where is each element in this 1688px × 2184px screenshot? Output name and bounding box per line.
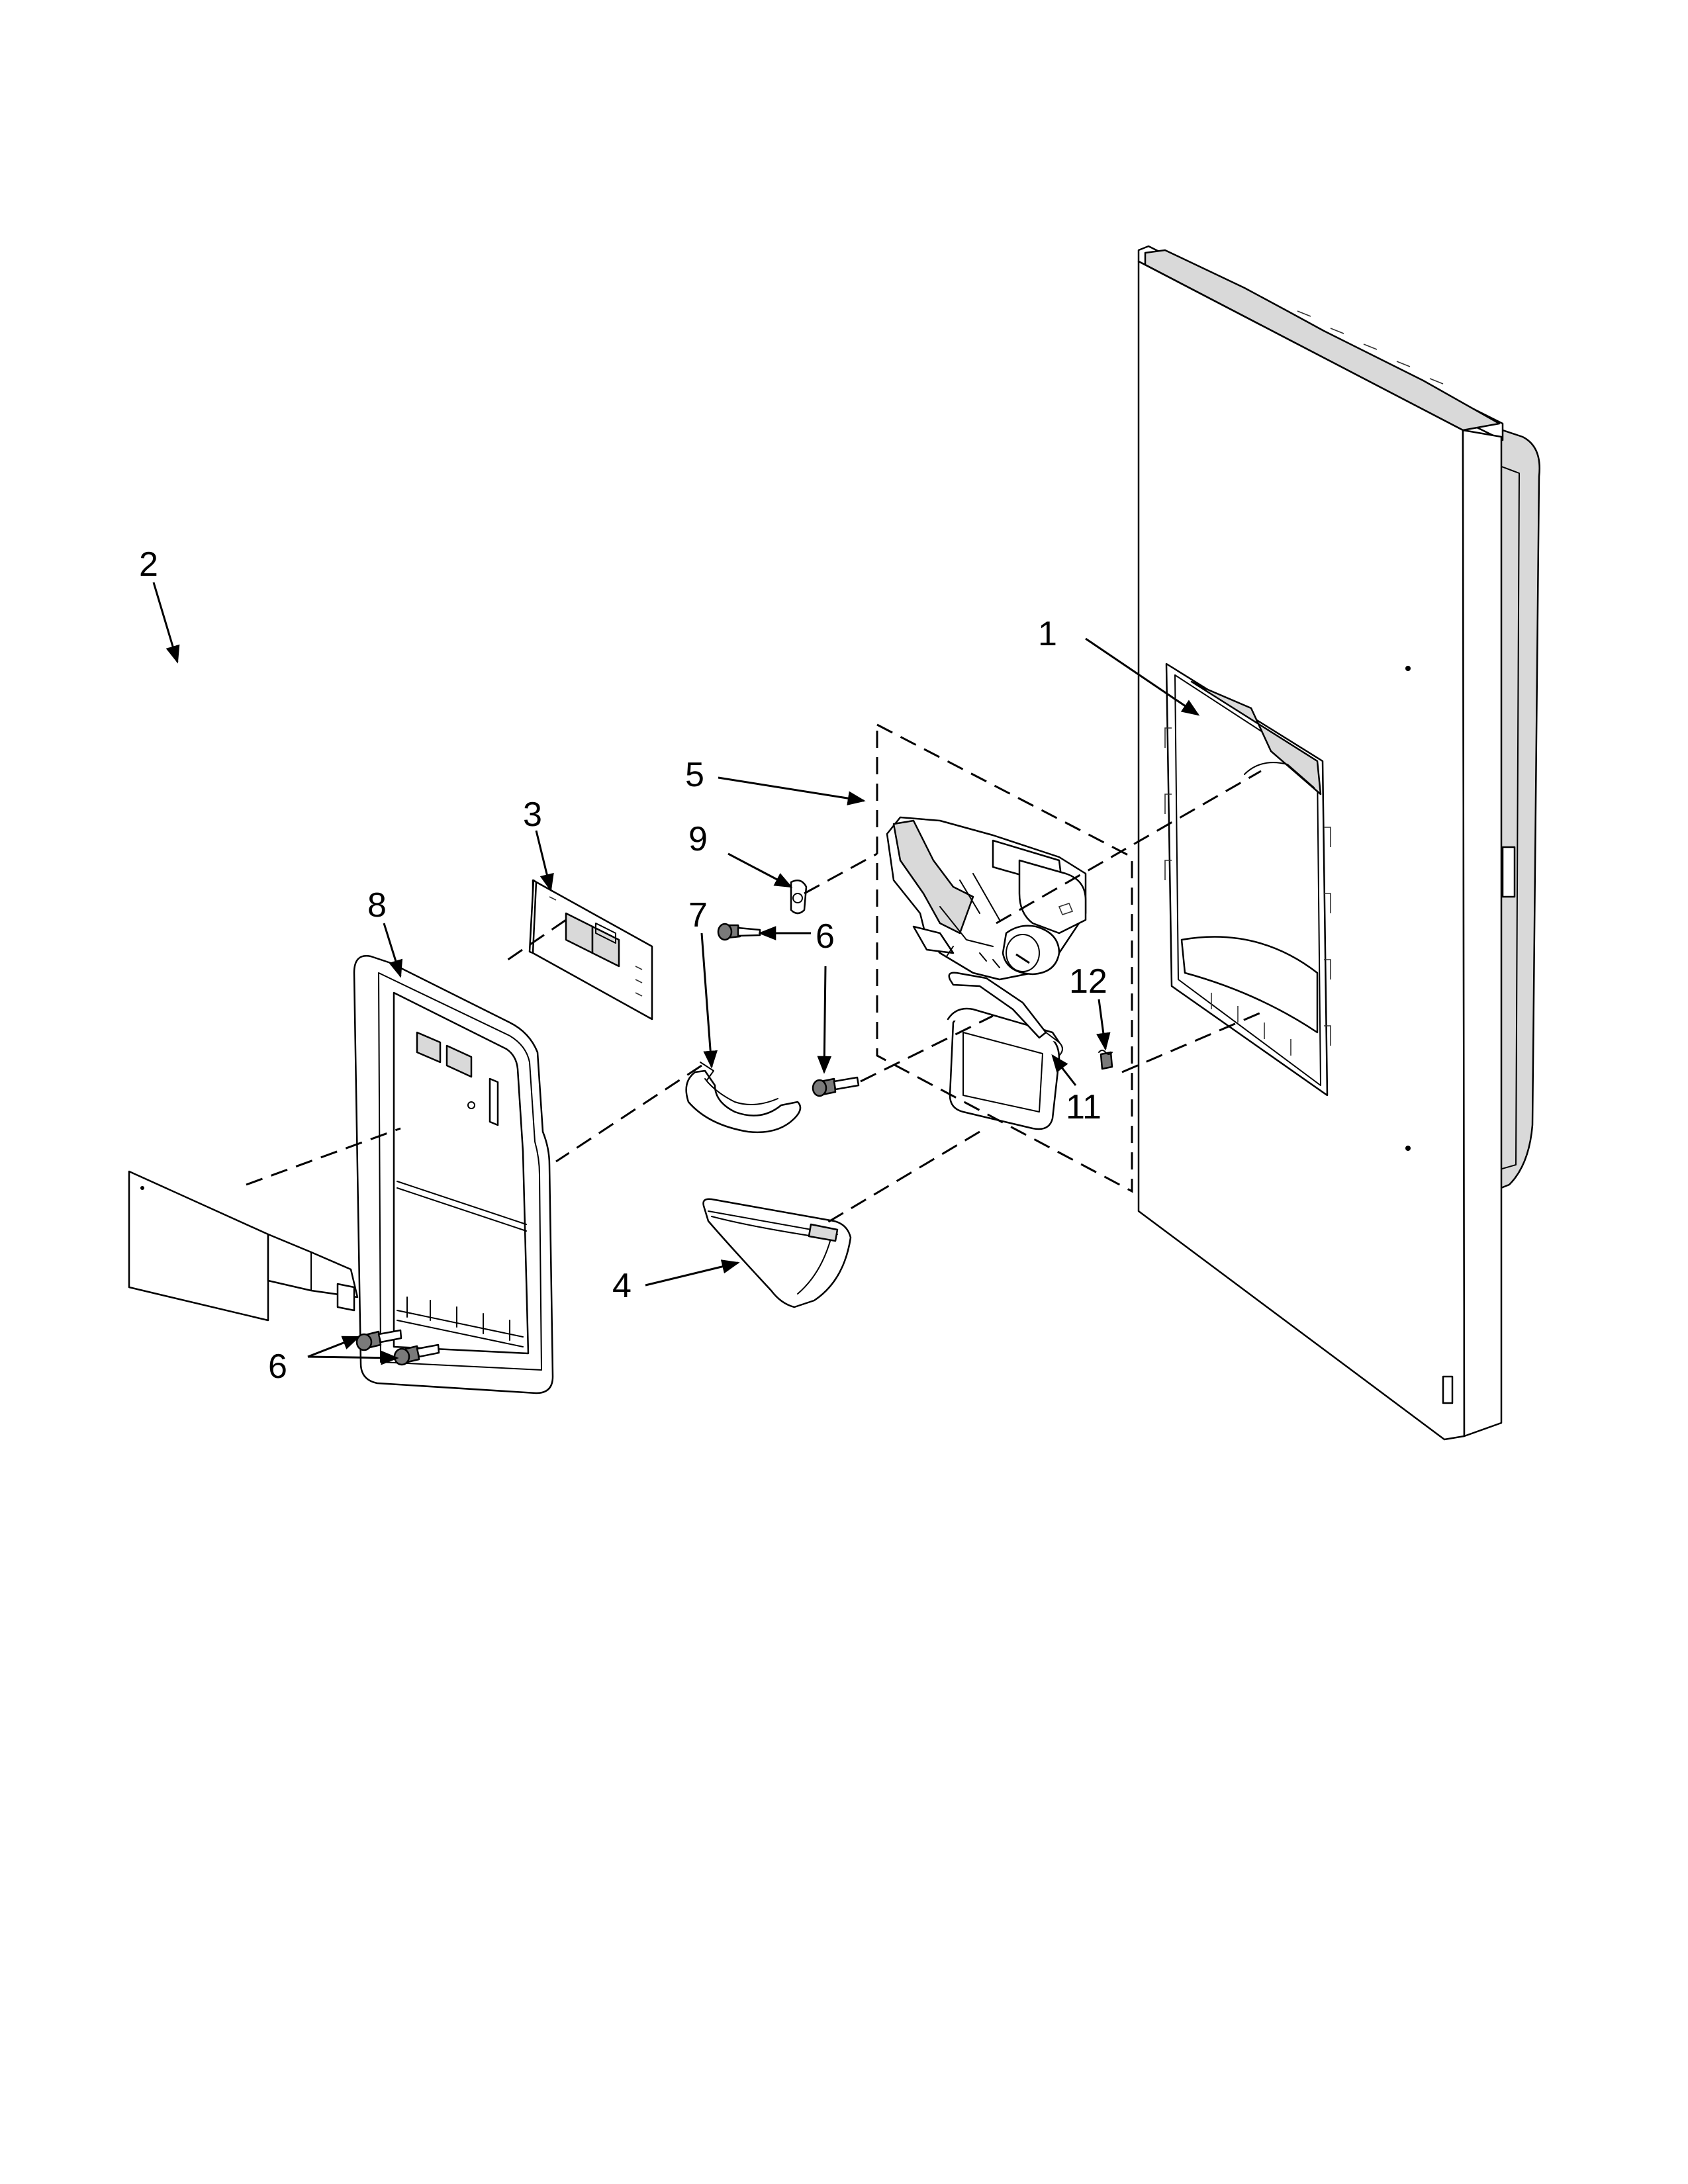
callout-1: 1 xyxy=(1038,615,1057,653)
callout-2: 2 xyxy=(139,545,158,584)
callout-8: 8 xyxy=(367,886,387,925)
callout-labels: 1 2 3 4 5 6 6 6 7 8 9 11 12 xyxy=(139,545,1107,1386)
door-panel xyxy=(1137,245,1540,1441)
callout-6-upper: 6 xyxy=(816,917,835,956)
callout-4: 4 xyxy=(612,1267,632,1305)
callout-9: 9 xyxy=(688,820,708,858)
callout-3: 3 xyxy=(523,796,542,834)
drip-tray xyxy=(702,1198,852,1308)
callout-7: 7 xyxy=(688,896,708,934)
assembly-guides xyxy=(246,723,1262,1226)
cover-plate xyxy=(128,1170,359,1322)
callout-11: 11 xyxy=(1066,1088,1102,1126)
wire-clip xyxy=(790,879,808,915)
leader-arrows xyxy=(152,582,1200,1365)
spring xyxy=(1098,1050,1113,1070)
dispenser-mechanism xyxy=(886,816,1087,981)
chute-door xyxy=(947,972,1063,1130)
callout-5: 5 xyxy=(685,756,704,794)
dispenser-housing xyxy=(353,955,554,1394)
screw-middle xyxy=(812,1076,860,1097)
actuator-paddle xyxy=(685,1062,802,1133)
callout-6-lower: 6 xyxy=(268,1347,287,1386)
callout-12: 12 xyxy=(1069,962,1107,1001)
control-board xyxy=(528,879,653,1021)
screw-upper xyxy=(717,923,761,941)
